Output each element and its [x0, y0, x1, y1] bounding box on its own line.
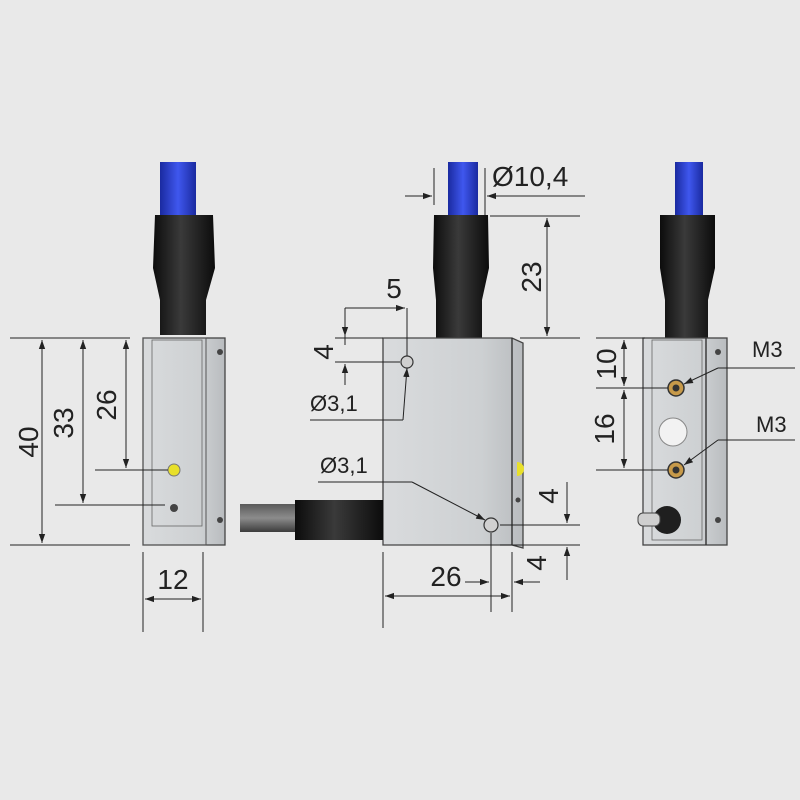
side-hole-top: [217, 349, 223, 355]
leader-hole-bottom: [411, 481, 486, 521]
side-hole-bottom: [217, 517, 223, 523]
dim-cable-dia: Ø10,4: [492, 161, 568, 192]
dim-hole-bottom-dia: Ø3,1: [320, 453, 368, 478]
dim-hole-top-dia: Ø3,1: [310, 391, 358, 416]
dim-10: 10: [591, 348, 622, 379]
dim-4-bottom: 4: [521, 555, 552, 571]
housing-side: [142, 337, 226, 546]
leader-m3-top: [683, 367, 719, 385]
housing-side-face: [142, 337, 207, 546]
cable-blue-front: [448, 162, 478, 222]
dim-33: 33: [48, 407, 79, 438]
connector-front: [433, 215, 489, 338]
mount-hole-bottom: [483, 517, 499, 533]
leader-m3-bottom: [683, 439, 719, 466]
leader-hole-top: [402, 367, 410, 421]
led-indicator: [167, 463, 181, 477]
side-recess: [151, 339, 203, 527]
rear-recess: [651, 339, 703, 541]
led-front: [517, 462, 524, 476]
exit-cable-gland: [295, 500, 383, 540]
thread-m3-bottom: M3: [756, 412, 787, 437]
front-view: Ø10,4 23 5 4 Ø3,1 Ø3,1 4: [240, 161, 585, 628]
side-screw: [170, 504, 178, 512]
connector-side: [153, 215, 215, 335]
housing-front: [382, 337, 524, 549]
dim-4-right: 4: [533, 488, 564, 504]
dim-5: 5: [386, 273, 402, 304]
mount-hole-top: [400, 355, 414, 369]
side-view: 40 33 26 12: [10, 162, 226, 632]
rear-knob: [653, 506, 681, 534]
thread-m3-top: M3: [752, 337, 783, 362]
dim-26-front: 26: [430, 561, 461, 592]
cable-blue-side: [160, 162, 196, 222]
dim-23: 23: [516, 261, 547, 292]
cable-blue-rear: [675, 162, 703, 222]
connector-rear: [660, 215, 715, 338]
rear-view: 10 16 M3 M3: [589, 162, 795, 546]
dim-26: 26: [91, 389, 122, 420]
rear-button: [658, 417, 688, 447]
dim-4-top: 4: [308, 344, 339, 360]
dim-16: 16: [589, 413, 620, 444]
dim-40: 40: [13, 426, 44, 457]
dim-12: 12: [157, 564, 188, 595]
front-side-hole: [515, 497, 521, 503]
